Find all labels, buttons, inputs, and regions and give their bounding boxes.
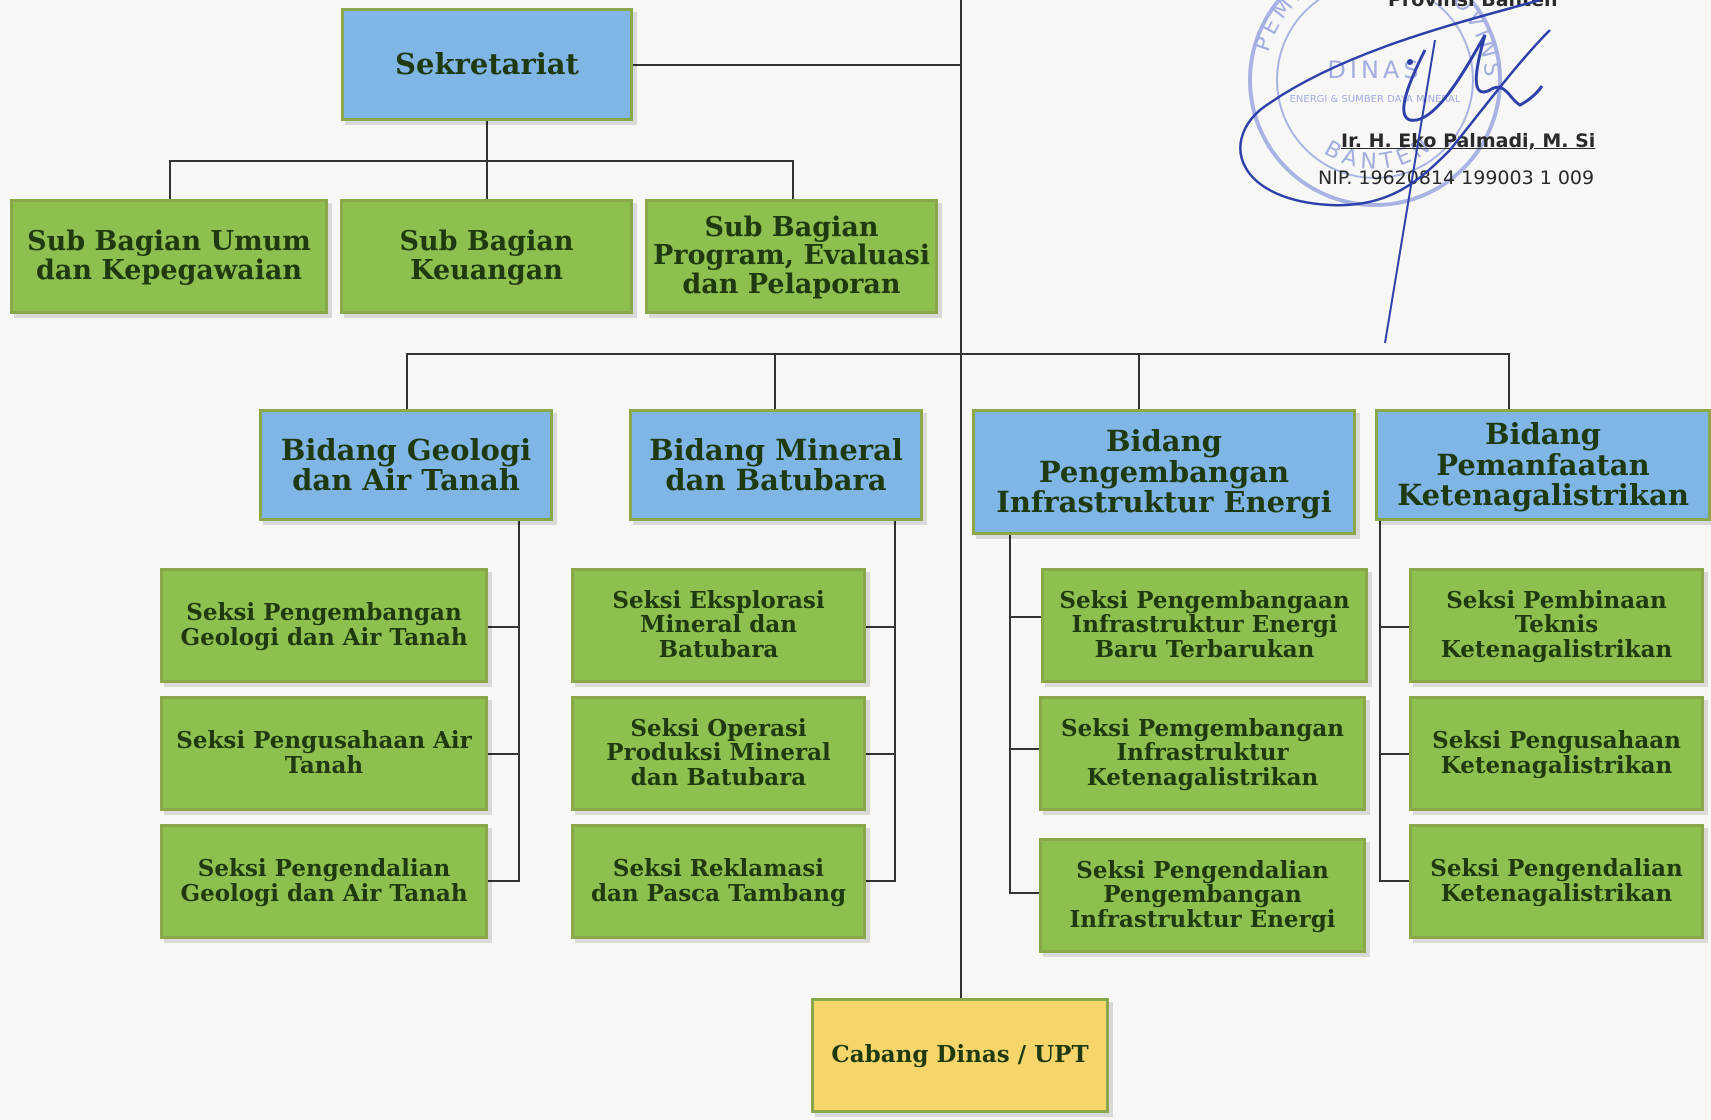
bidang1-bracket-tick-2 <box>486 753 520 755</box>
bidang2-bracket-tick-3 <box>864 880 896 882</box>
main-vertical-line <box>960 0 962 998</box>
sekretariat-down-line <box>486 121 488 161</box>
subbagian-box-1: Sub Bagian Umum dan Kepegawaian <box>10 199 328 314</box>
sekretariat-label: Sekretariat <box>395 47 579 82</box>
bidang-drop-2 <box>774 353 776 409</box>
seksi-label-4-1: Seksi Pembinaan Teknis Ketenagalistrikan <box>1440 587 1673 663</box>
seksi-box-2-3: Seksi Reklamasi dan Pasca Tambang <box>571 824 866 939</box>
bidang-box-3: Bidang Pengembangan Infrastruktur Energi <box>972 409 1356 535</box>
seksi-box-3-1: Seksi Pengembangaan Infrastruktur Energi… <box>1041 568 1368 683</box>
cabang-dinas-box: Cabang Dinas / UPT <box>811 998 1109 1113</box>
seksi-label-2-3: Seksi Reklamasi dan Pasca Tambang <box>590 855 847 907</box>
seksi-label-1-2: Seksi Pengusahaan Air Tanah <box>176 727 472 779</box>
bidang3-bracket-vertical <box>1009 530 1011 894</box>
bidang4-bracket-tick-3 <box>1379 880 1409 882</box>
subbagian-box-3: Sub Bagian Program, Evaluasi dan Pelapor… <box>645 199 938 314</box>
seksi-label-4-2: Seksi Pengusahaan Ketenagalistrikan <box>1432 727 1681 779</box>
subbagian-label-2: Sub Bagian Keuangan <box>399 226 574 286</box>
seksi-label-1-1: Seksi Pengembangan Geologi dan Air Tanah <box>180 599 468 651</box>
bidang4-bracket-tick-2 <box>1379 753 1409 755</box>
svg-text:ENERGI & SUMBER DAYA MINERAL: ENERGI & SUMBER DAYA MINERAL <box>1290 94 1461 105</box>
svg-text:DINAS: DINAS <box>1327 56 1422 84</box>
sekretariat-box: Sekretariat <box>341 8 633 121</box>
seksi-label-4-3: Seksi Pengendalian Ketenagalistrikan <box>1430 855 1683 907</box>
bidang-horizontal-line <box>406 353 1509 355</box>
bidang2-bracket-tick-1 <box>864 626 896 628</box>
bidang-box-4: Bidang Pemanfaatan Ketenagalistrikan <box>1375 409 1711 521</box>
bidang-box-2: Bidang Mineral dan Batubara <box>629 409 923 521</box>
seksi-box-4-2: Seksi Pengusahaan Ketenagalistrikan <box>1409 696 1704 811</box>
signature-office: Provinsi Banten <box>1388 0 1558 11</box>
signature-nip: NIP. 19620814 199003 1 009 <box>1318 167 1595 189</box>
bidang1-bracket-tick-1 <box>486 626 520 628</box>
bidang1-bracket-tick-3 <box>486 880 520 882</box>
subbagian-label-1: Sub Bagian Umum dan Kepegawaian <box>27 226 311 286</box>
bidang-drop-3 <box>1138 353 1140 409</box>
seksi-label-3-2: Seksi Pemgembangan Infrastruktur Ketenag… <box>1061 715 1344 791</box>
bidang2-bracket-tick-2 <box>864 753 896 755</box>
bidang4-bracket-tick-1 <box>1379 626 1409 628</box>
bidang2-bracket-vertical <box>894 520 896 882</box>
subbagian-drop-2 <box>486 160 488 199</box>
subbagian-drop-3 <box>792 160 794 199</box>
seksi-box-1-1: Seksi Pengembangan Geologi dan Air Tanah <box>160 568 488 683</box>
bidang3-bracket-tick-2 <box>1009 748 1043 750</box>
seksi-box-2-1: Seksi Eksplorasi Mineral dan Batubara <box>571 568 866 683</box>
cabang-dinas-label: Cabang Dinas / UPT <box>831 1041 1089 1069</box>
seksi-label-2-2: Seksi Operasi Produksi Mineral dan Batub… <box>606 715 831 791</box>
signature-name: Ir. H. Eko Palmadi, M. Si <box>1341 130 1596 152</box>
sekretariat-connector <box>633 64 962 66</box>
seksi-label-1-3: Seksi Pengendalian Geologi dan Air Tanah <box>180 855 468 907</box>
seksi-box-4-1: Seksi Pembinaan Teknis Ketenagalistrikan <box>1409 568 1704 683</box>
subbagian-horizontal-line <box>169 160 793 162</box>
bidang-label-2: Bidang Mineral dan Batubara <box>649 432 903 497</box>
seksi-label-2-1: Seksi Eksplorasi Mineral dan Batubara <box>612 587 825 663</box>
bidang-box-1: Bidang Geologi dan Air Tanah <box>259 409 553 521</box>
bidang-label-4: Bidang Pemanfaatan Ketenagalistrikan <box>1397 417 1689 513</box>
handwritten-signature-icon <box>1239 0 1551 344</box>
subbagian-box-2: Sub Bagian Keuangan <box>340 199 633 314</box>
seksi-box-1-3: Seksi Pengendalian Geologi dan Air Tanah <box>160 824 488 939</box>
bidang3-bracket-tick-3 <box>1009 892 1043 894</box>
seksi-label-3-1: Seksi Pengembangaan Infrastruktur Energi… <box>1059 587 1350 663</box>
seksi-label-3-3: Seksi Pengendalian Pengembangan Infrastr… <box>1069 857 1336 933</box>
bidang3-bracket-tick-1 <box>1009 616 1043 618</box>
subbagian-drop-1 <box>169 160 171 199</box>
seksi-box-3-2: Seksi Pemgembangan Infrastruktur Ketenag… <box>1039 696 1366 811</box>
subbagian-label-3: Sub Bagian Program, Evaluasi dan Pelapor… <box>652 211 931 300</box>
bidang-label-1: Bidang Geologi dan Air Tanah <box>280 432 532 497</box>
bidang-drop-4 <box>1508 353 1510 409</box>
bidang1-bracket-vertical <box>518 520 520 882</box>
seksi-box-1-2: Seksi Pengusahaan Air Tanah <box>160 696 488 811</box>
bidang-drop-1 <box>406 353 408 409</box>
seksi-box-2-2: Seksi Operasi Produksi Mineral dan Batub… <box>571 696 866 811</box>
seksi-box-3-3: Seksi Pengendalian Pengembangan Infrastr… <box>1039 838 1366 953</box>
seksi-box-4-3: Seksi Pengendalian Ketenagalistrikan <box>1409 824 1704 939</box>
bidang-label-3: Bidang Pengembangan Infrastruktur Energi <box>996 424 1332 520</box>
bidang4-bracket-vertical <box>1379 520 1381 882</box>
